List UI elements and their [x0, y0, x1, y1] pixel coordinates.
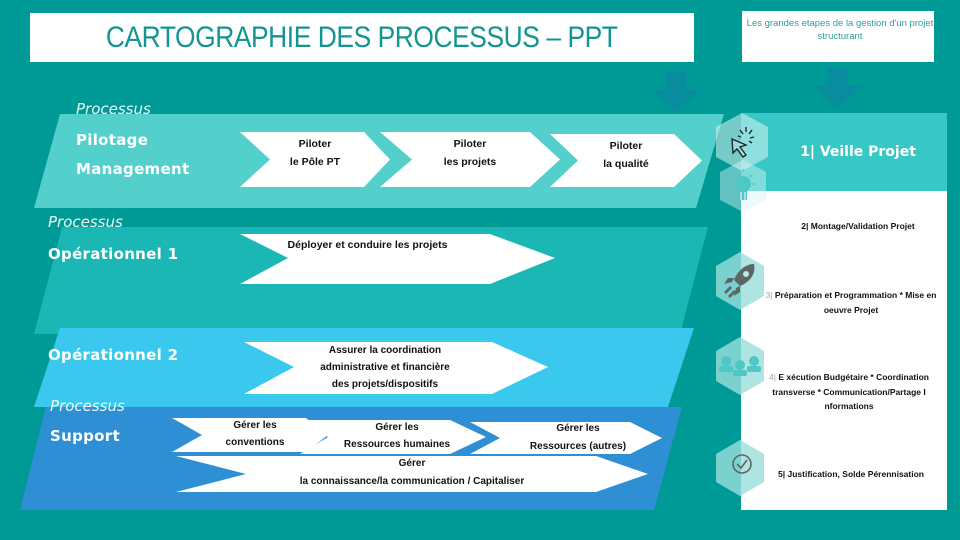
activity-piloter-qualite[interactable]: Piloter la qualité — [550, 134, 702, 187]
checkmark-circle-icon — [716, 440, 764, 496]
step-4-label-3: nformations — [824, 401, 874, 411]
activity-line-1: Piloter — [609, 140, 643, 152]
step-3: 3| Préparation et Programmation * Mise e… — [741, 288, 947, 317]
step-1: 1| Veille Projet — [741, 113, 947, 191]
process-support-name: Support — [50, 427, 120, 445]
step-4: 4| E xécution Budgétaire * Coordination … — [741, 370, 947, 414]
step-5-num: 5| — [778, 469, 786, 479]
step-3-num: 3| — [765, 290, 773, 300]
step-3-label-2: oeuvre Projet — [823, 304, 879, 315]
process-op1-italic: Processus — [48, 213, 123, 231]
activity-line-1: Gérer les — [556, 423, 600, 434]
activity-piloter-pole[interactable]: Piloter le Pôle PT — [240, 132, 390, 187]
cursor-click-icon — [716, 113, 768, 171]
process-pilotage-name-2: Management — [76, 160, 190, 178]
subtitle-line-2: structurant — [817, 31, 863, 42]
step-4-label-1: E xécution Budgétaire * Coordination — [778, 372, 929, 382]
step-2-label: Montage/Validation Projet — [810, 221, 915, 231]
process-pilotage-name-1: Pilotage — [76, 131, 149, 149]
activity-line-1: Assurer la coordination — [328, 345, 442, 356]
activity-line-2: Ressources (autres) — [529, 441, 627, 452]
step-5-label: Justification, Solde Pérennisation — [787, 469, 924, 479]
activity-gerer-conventions[interactable]: Gérer les conventions — [172, 418, 328, 452]
activity-gerer-ressources-autres[interactable]: Gérer les Ressources (autres) — [470, 422, 662, 454]
activity-line-2: la connaissance/la communication / Capit… — [299, 476, 525, 487]
subtitle-box: Les grandes etapes de la gestion d'un pr… — [742, 11, 934, 62]
title-box: CARTOGRAPHIE DES PROCESSUS – PPT — [30, 13, 694, 62]
page-title: CARTOGRAPHIE DES PROCESSUS – PPT — [106, 20, 618, 54]
activity-line-2: Ressources humaines — [343, 439, 451, 450]
activity-line-1: Gérer les — [375, 422, 419, 433]
activity-line-1: Piloter — [453, 138, 487, 150]
process-support-italic: Processus — [50, 397, 125, 415]
step-1-num: 1| — [800, 144, 815, 160]
activity-line-2: les projets — [443, 156, 497, 168]
lightbulb-icon — [720, 160, 766, 212]
activity-gerer-rh[interactable]: Gérer les Ressources humaines — [300, 420, 486, 454]
activity-line-2: la qualité — [603, 158, 649, 170]
subtitle-line-1: Les grandes etapes de la gestion d'un pr… — [746, 18, 934, 29]
process-op1-name: Opérationnel 1 — [48, 245, 179, 263]
activity-piloter-projets[interactable]: Piloter les projets — [380, 132, 560, 187]
activity-line-1: Gérer — [398, 458, 426, 469]
step-2: 2| Montage/Validation Projet — [741, 219, 947, 234]
process-op2-name: Opérationnel 2 — [48, 346, 179, 364]
down-arrow-icon — [814, 68, 862, 108]
rocket-icon — [716, 252, 764, 310]
step-4-label-2: transverse * Communication/Partage I — [772, 386, 926, 397]
activity-assurer-coordination[interactable]: Assurer la coordination administrative e… — [244, 342, 548, 394]
activity-line-2: conventions — [225, 437, 285, 448]
step-5: 5| Justification, Solde Pérennisation — [741, 467, 947, 482]
process-pilotage-italic: Processus — [76, 100, 151, 118]
activity-line-1: Gérer les — [233, 420, 277, 431]
step-2-num: 2| — [801, 221, 809, 231]
activity-line-3: des projets/dispositifs — [331, 379, 439, 390]
step-1-label: Veille Projet — [819, 144, 916, 160]
activity-line-2: administrative et financière — [320, 362, 450, 373]
activity-line-1: Déployer et conduire les projets — [287, 239, 448, 251]
activity-line-2: le Pôle PT — [289, 156, 341, 168]
activity-gerer-connaissance[interactable]: Gérer la connaissance/la communication /… — [176, 456, 648, 492]
people-icon — [716, 337, 764, 395]
activity-deployer-projets[interactable]: Déployer et conduire les projets — [240, 234, 555, 284]
down-arrow-icon — [652, 72, 700, 112]
step-4-num: 4| — [769, 372, 776, 382]
activity-line-1: Piloter — [298, 138, 332, 150]
step-3-label-1: Préparation et Programmation * Mise en — [774, 290, 937, 300]
